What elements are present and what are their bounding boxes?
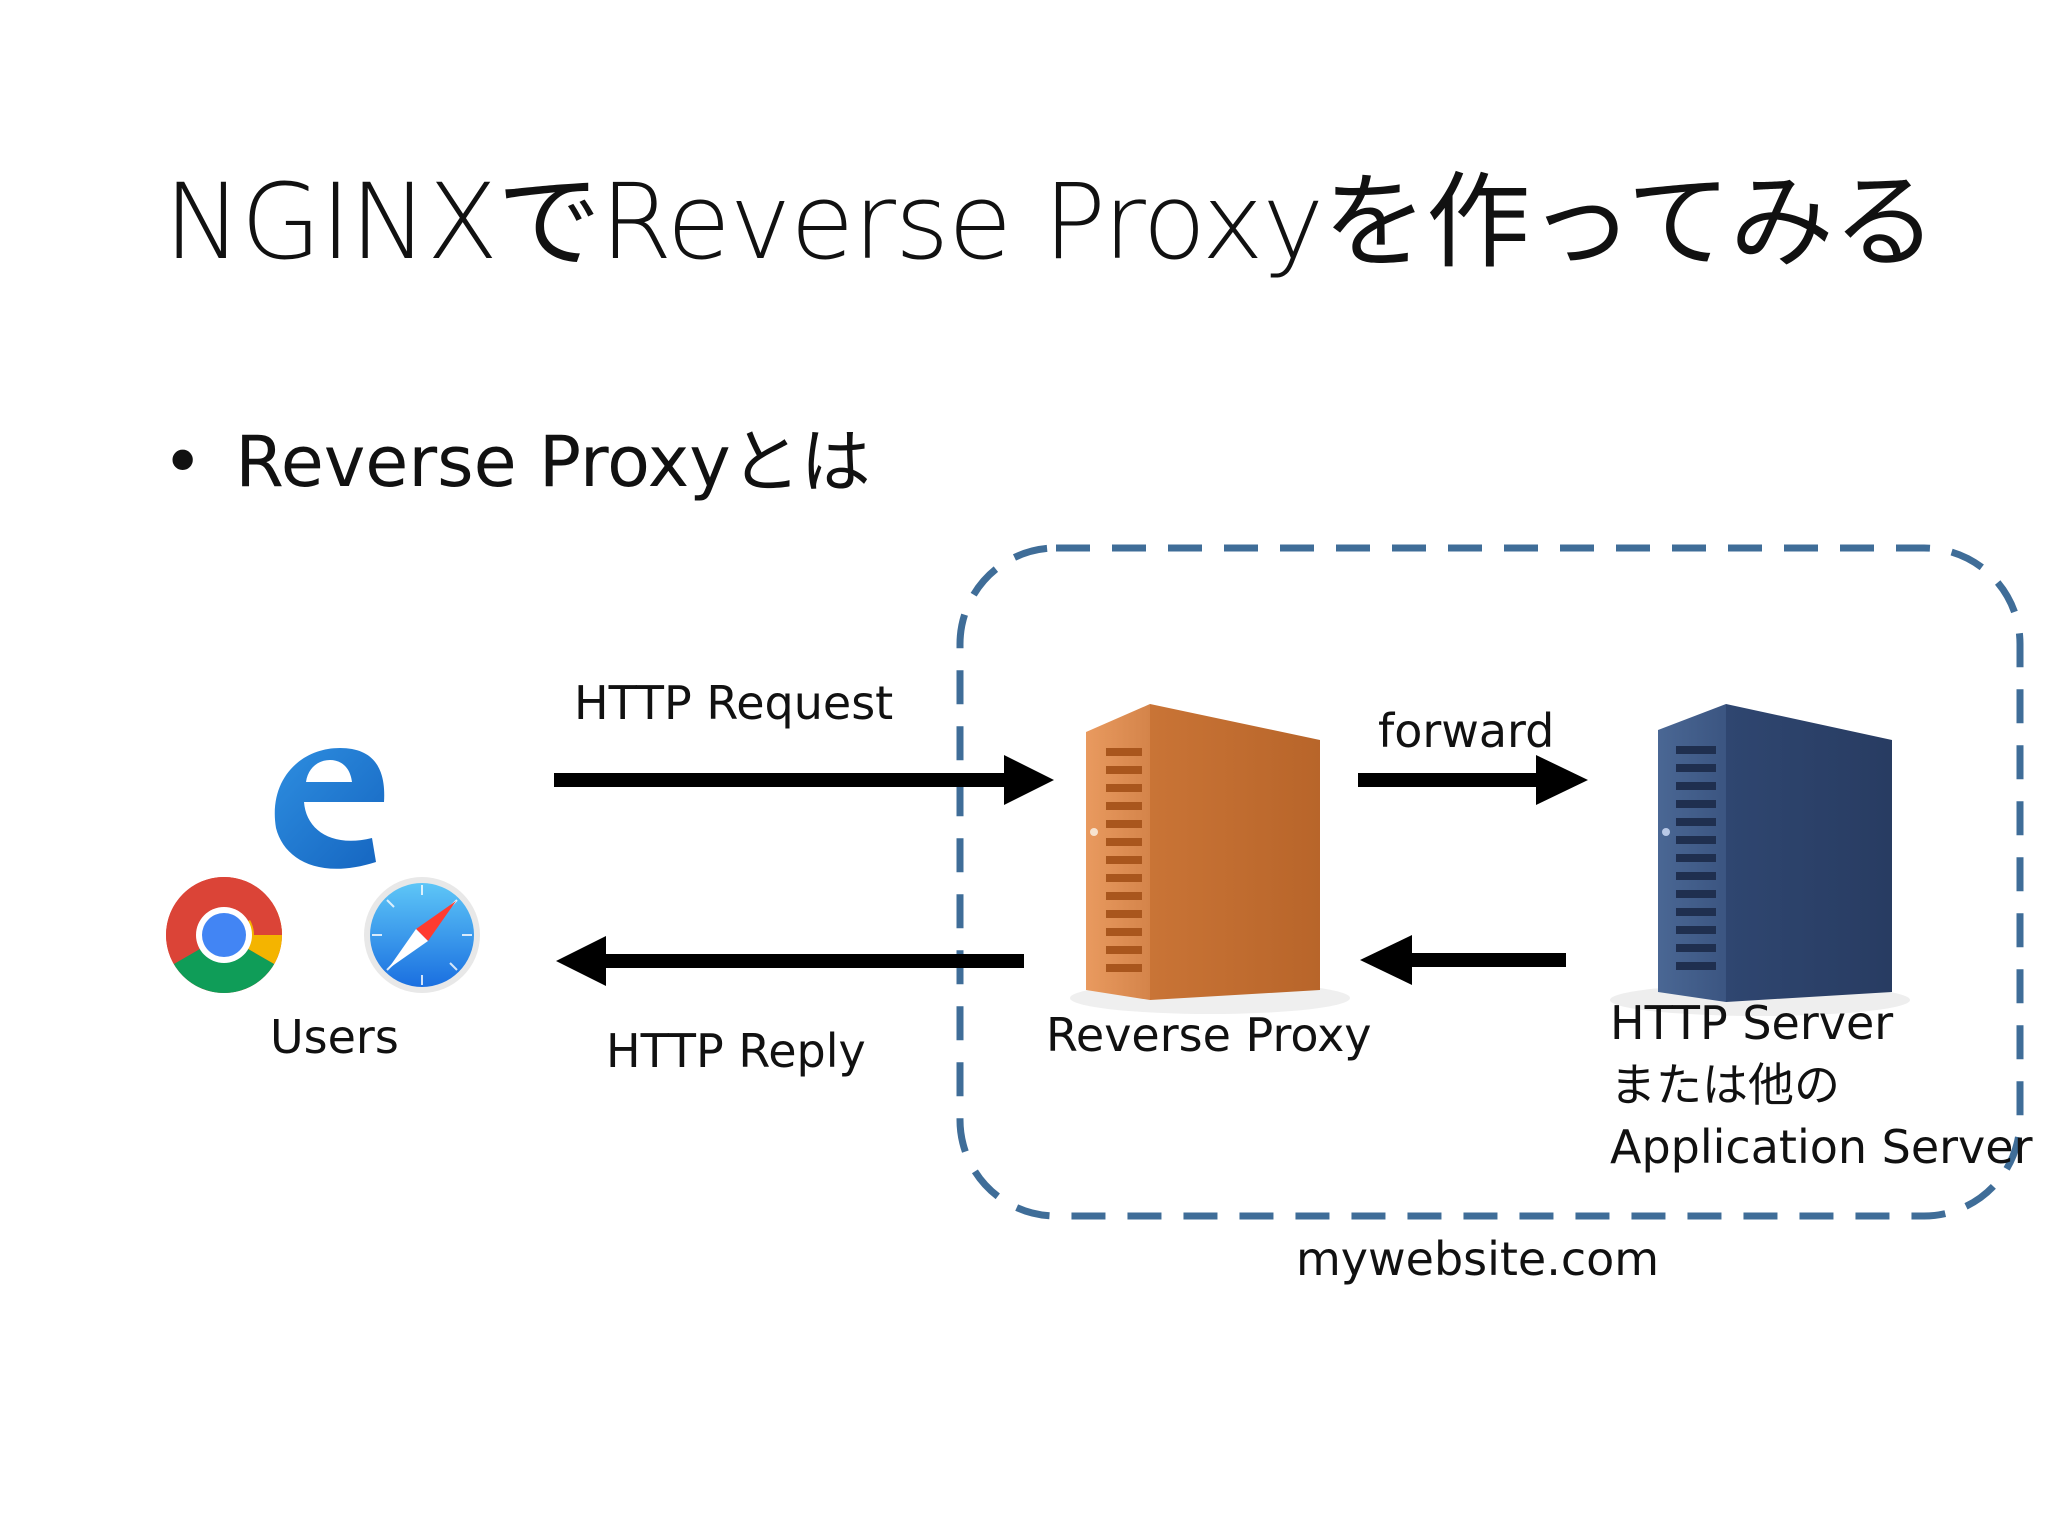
bullet-text: Reverse Proxyとは xyxy=(235,421,871,503)
app-server-label: HTTP Server または他の Application Server xyxy=(1610,992,2033,1178)
bullet-item: • Reverse Proxyとは xyxy=(162,420,871,504)
http-reply-arrow xyxy=(556,936,1024,986)
forward-label: forward xyxy=(1378,704,1555,758)
reverse-proxy-label: Reverse Proxy xyxy=(1046,1008,1372,1062)
orange-server-tower-icon xyxy=(1070,704,1350,1014)
users-label: Users xyxy=(270,1010,399,1064)
safari-browser-icon xyxy=(364,877,480,993)
http-reply-label: HTTP Reply xyxy=(606,1024,866,1078)
chrome-browser-icon xyxy=(166,877,282,993)
app-server-label-line3: Application Server xyxy=(1610,1120,2033,1174)
slide-title: NGINXでReverse Proxyを作ってみる xyxy=(164,161,1937,283)
response-arrow xyxy=(1360,935,1566,985)
forward-arrow xyxy=(1358,755,1588,805)
app-server-label-line1: HTTP Server xyxy=(1610,996,1894,1050)
bullet-marker: • xyxy=(162,421,204,503)
blue-server-tower-icon xyxy=(1610,704,1910,1016)
http-request-arrow xyxy=(554,755,1054,805)
http-request-label: HTTP Request xyxy=(574,676,894,730)
app-server-label-line2: または他の xyxy=(1610,1058,1840,1112)
edge-browser-icon xyxy=(274,748,385,869)
domain-label: mywebsite.com xyxy=(1296,1232,1660,1286)
website-boundary xyxy=(956,544,2024,1220)
